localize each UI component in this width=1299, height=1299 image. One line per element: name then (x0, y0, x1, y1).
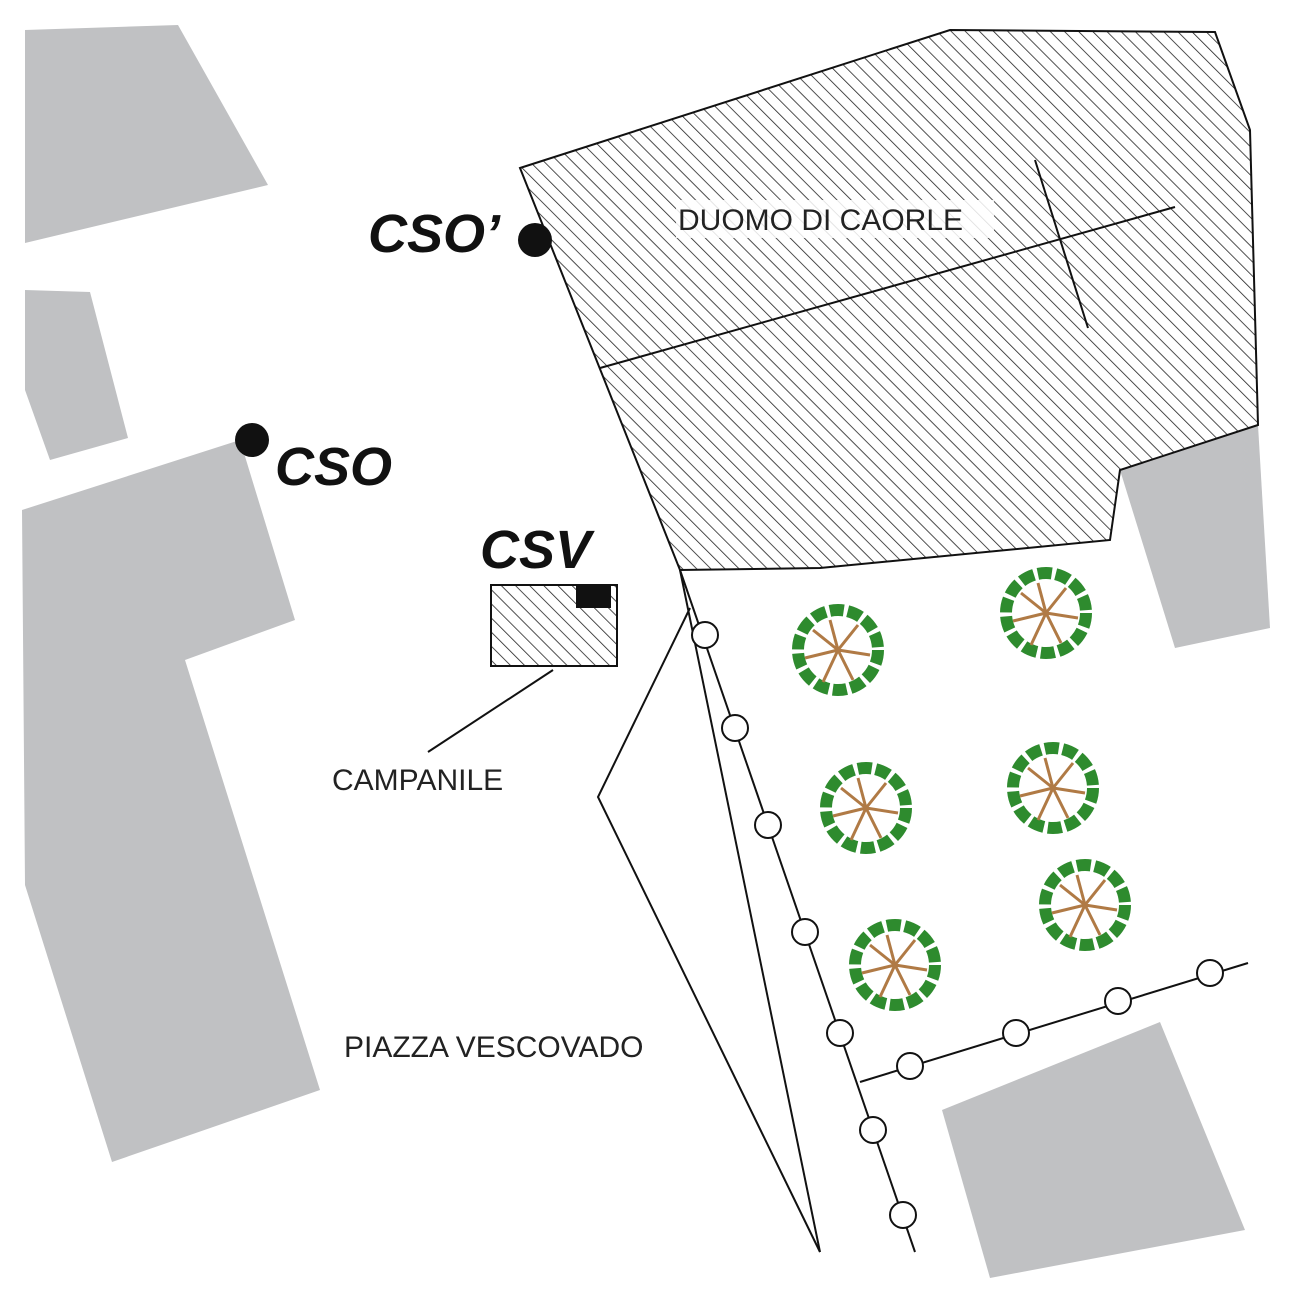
csv-marker (576, 585, 611, 608)
tree-icon (798, 610, 878, 690)
building (22, 440, 320, 1162)
cathedral-nave-axis (599, 206, 1176, 369)
square-label: PIAZZA VESCOVADO (344, 1031, 644, 1064)
building (25, 290, 128, 460)
cso-marker (235, 423, 269, 457)
campanile-label: CAMPANILE (332, 764, 503, 797)
cathedral-label: DUOMO DI CAORLE (678, 204, 963, 237)
cso-prime-label: CSO’ (368, 204, 501, 264)
cathedral-transept-axis (1034, 159, 1089, 329)
tree-icon (855, 925, 935, 1005)
tree-icon (1045, 865, 1125, 945)
bollard-line (679, 569, 916, 1253)
tree-icon (1013, 748, 1093, 828)
cso-prime-marker (518, 223, 552, 257)
csv-label: CSV (480, 520, 595, 580)
building (1120, 425, 1270, 648)
building (25, 25, 268, 243)
bollard-line (859, 962, 1249, 1083)
cathedral-footprint (518, 28, 1260, 572)
bollards (691, 621, 1224, 1229)
tree-icon (826, 768, 906, 848)
building (942, 1022, 1245, 1278)
street-edge (679, 569, 821, 1253)
street-edge (596, 607, 821, 1253)
campanile-leader-line (427, 669, 554, 753)
tree-icon (1006, 573, 1086, 653)
cso-label: CSO (275, 437, 392, 497)
